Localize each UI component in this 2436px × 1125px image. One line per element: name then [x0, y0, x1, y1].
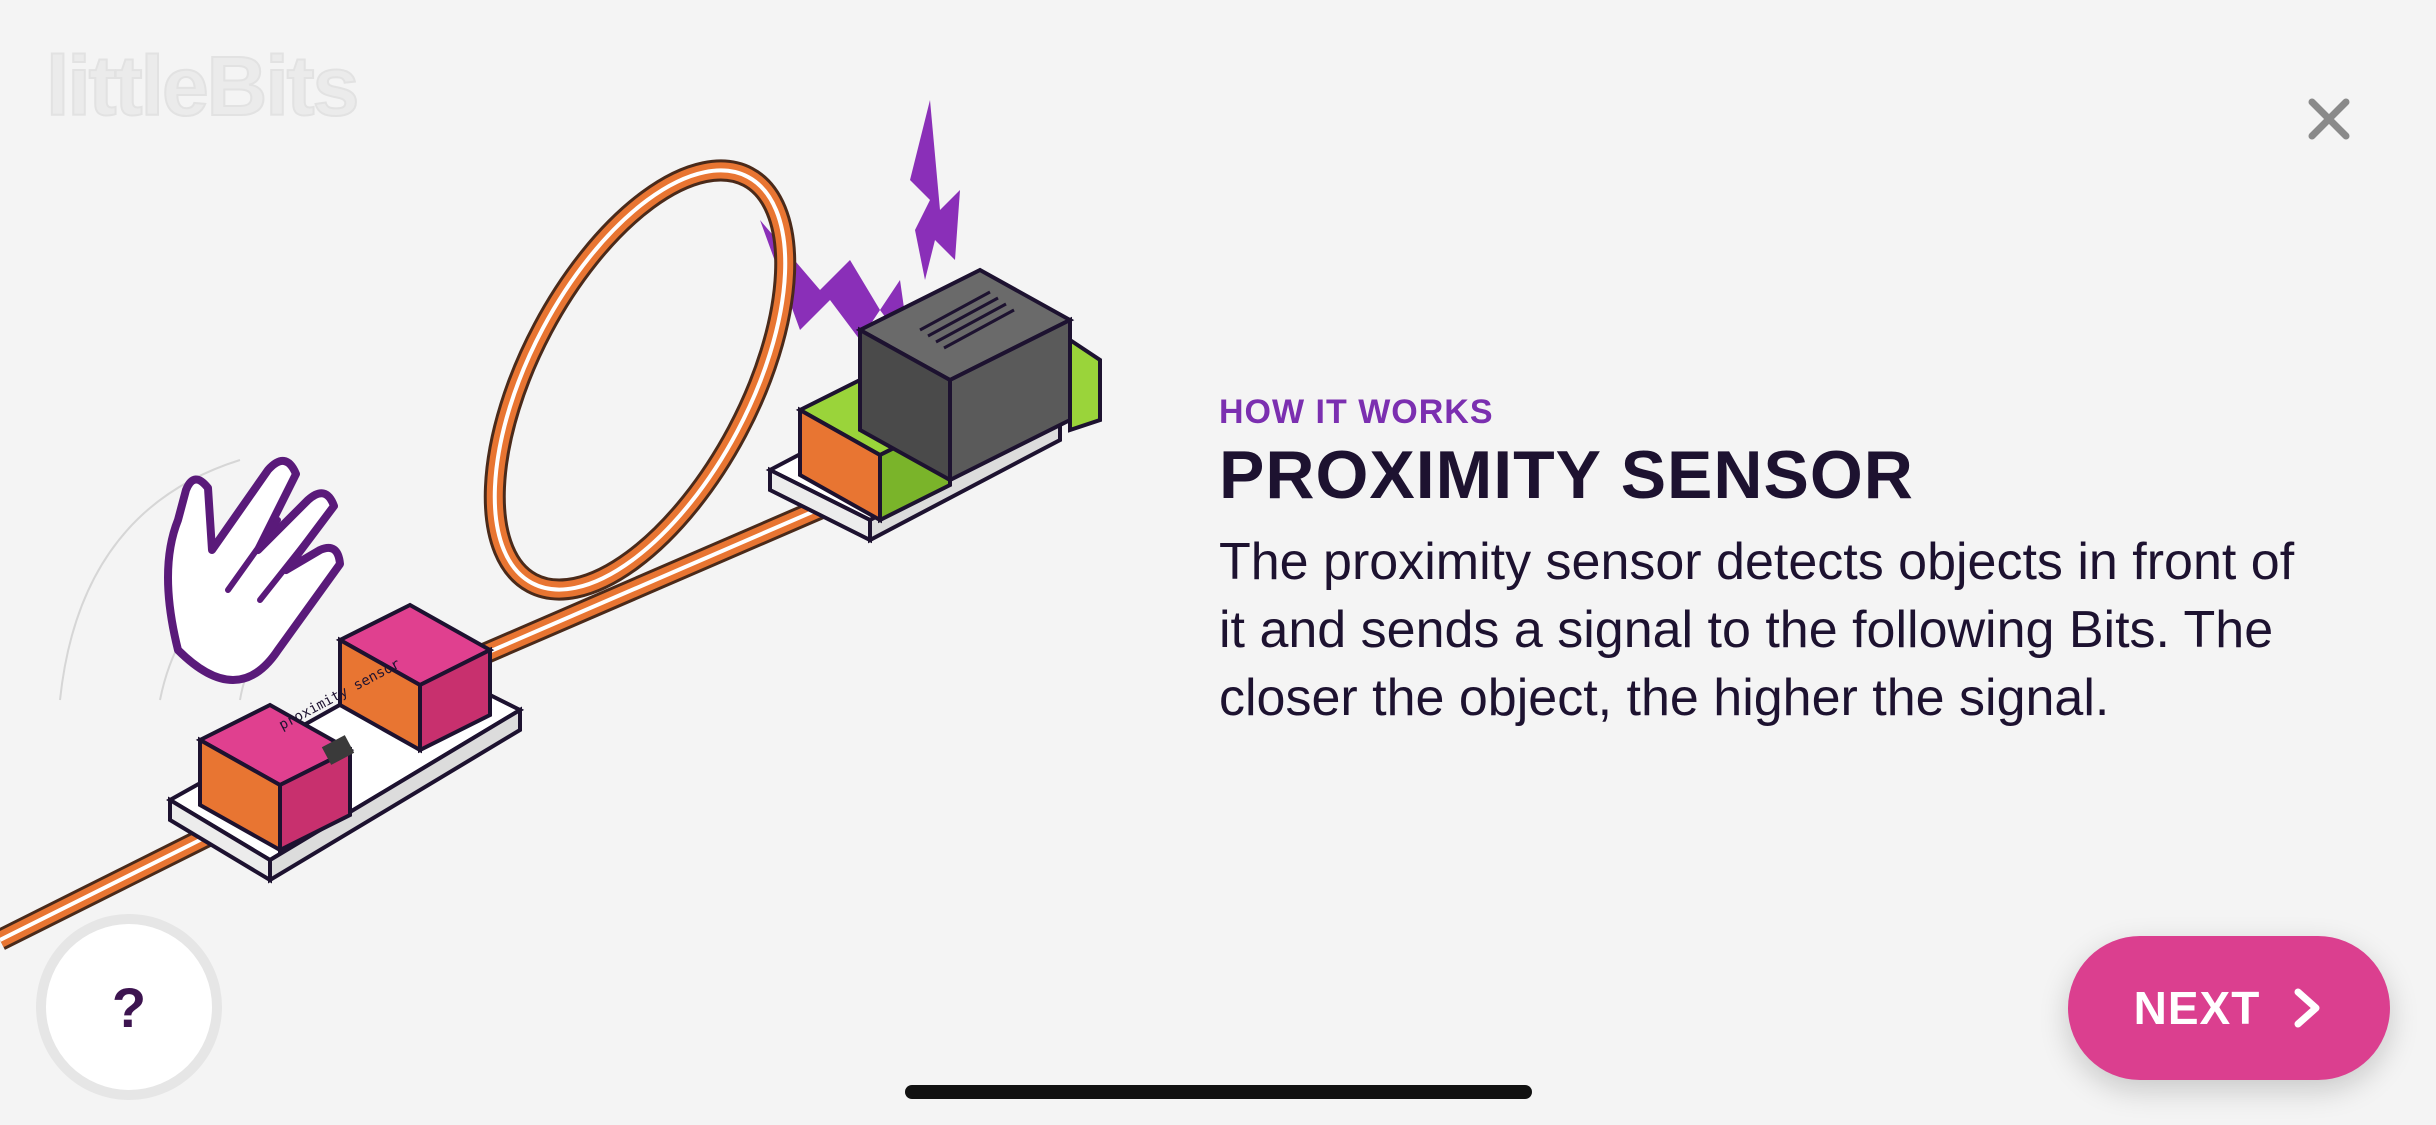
- close-icon: [2308, 98, 2350, 140]
- wire-loop: [483, 159, 797, 601]
- littlebits-logo: littleBits: [45, 38, 360, 134]
- buzzer-bit: [765, 267, 1102, 544]
- help-label: ?: [111, 975, 147, 1039]
- section-eyebrow: HOW IT WORKS: [1219, 393, 1494, 431]
- proximity-sensor-bit: proximity sensor: [166, 602, 525, 884]
- chevron-right-icon: [2294, 988, 2320, 1028]
- proximity-sensor-illustration: proximity sensor: [0, 100, 1102, 950]
- input-wire: [0, 489, 845, 950]
- hand-icon: [164, 457, 344, 684]
- close-button[interactable]: [2290, 80, 2368, 158]
- info-panel: HOW IT WORKS PROXIMITY SENSOR The proxim…: [1219, 390, 2319, 732]
- next-button-label: NEXT: [2133, 982, 2261, 1034]
- page-title: PROXIMITY SENSOR: [1219, 437, 1914, 513]
- help-button[interactable]: ?: [46, 924, 212, 1090]
- home-indicator[interactable]: [905, 1085, 1532, 1099]
- description-text: The proximity sensor detects objects in …: [1219, 533, 2295, 727]
- buzzer-sound-icon: [760, 100, 960, 350]
- next-button[interactable]: NEXT: [2068, 936, 2390, 1080]
